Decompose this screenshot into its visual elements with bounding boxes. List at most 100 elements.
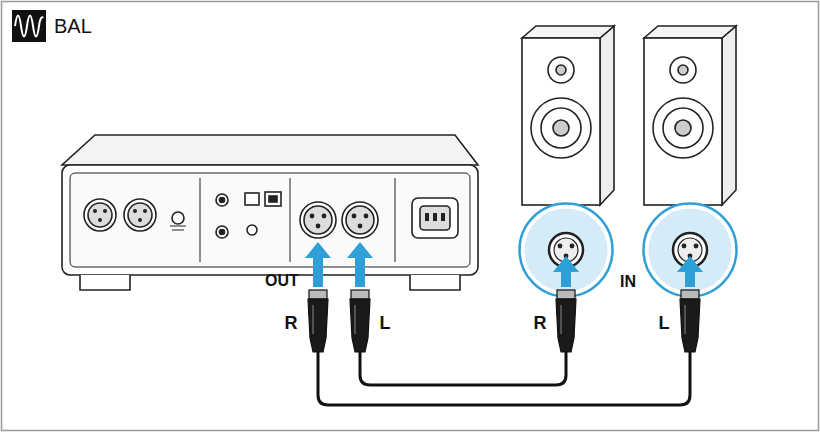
xlr-plug-part-part bbox=[557, 290, 575, 299]
audio-device-part bbox=[420, 206, 450, 230]
audio-device-part bbox=[62, 165, 478, 275]
speaker-right-part bbox=[644, 38, 722, 205]
audio-device-part bbox=[216, 194, 228, 206]
audio-device-part-part bbox=[441, 213, 445, 221]
speaker-left-part bbox=[522, 38, 600, 205]
channel-label: R bbox=[285, 314, 298, 332]
audio-device-part bbox=[88, 203, 112, 227]
xlr-plug-part-part bbox=[354, 305, 356, 334]
audio-device-part bbox=[425, 213, 445, 221]
audio-device-part bbox=[216, 226, 228, 238]
audio-device-part-part bbox=[143, 209, 147, 213]
audio-device-part-part bbox=[133, 209, 137, 213]
plug-in-arrow bbox=[305, 242, 703, 287]
plug-in-arrow-part bbox=[553, 256, 579, 287]
xlr-plug-part-part bbox=[308, 299, 328, 352]
speaker-right-part bbox=[653, 98, 713, 158]
xlr-plug-part-part bbox=[312, 305, 314, 334]
xlr-plug-part-part bbox=[556, 299, 576, 352]
audio-device-part bbox=[247, 225, 257, 235]
audio-device-part-part bbox=[352, 214, 357, 219]
speaker-right-part bbox=[678, 65, 688, 75]
heading-label: BAL bbox=[54, 16, 92, 36]
plug-in-arrow-part bbox=[347, 242, 373, 287]
audio-device-part-part bbox=[364, 214, 369, 219]
speaker-left-part bbox=[556, 65, 566, 75]
audio-device-part bbox=[342, 202, 378, 238]
audio-device-part bbox=[310, 214, 369, 229]
input-callout-right-part-part bbox=[694, 244, 699, 249]
input-callout-left-part bbox=[522, 206, 610, 294]
audio-device-part bbox=[346, 206, 374, 234]
audio-device-part bbox=[265, 192, 281, 206]
speaker-left-part bbox=[531, 98, 591, 158]
xlr-plug-part bbox=[680, 290, 700, 352]
input-callout-right-part bbox=[644, 204, 737, 297]
input-callout-right-part bbox=[646, 206, 734, 294]
channel-label: L bbox=[380, 314, 391, 332]
audio-device-part bbox=[62, 135, 478, 165]
balanced-icon-part bbox=[15, 16, 43, 37]
speaker-right-part bbox=[644, 26, 736, 38]
audio-device-part bbox=[220, 198, 225, 203]
audio-device-part-part bbox=[425, 213, 429, 221]
audio-device-part-part bbox=[103, 209, 107, 213]
channel-label: L bbox=[659, 314, 670, 332]
xlr-plug-part-part bbox=[680, 299, 700, 352]
plug-in-arrow-part bbox=[305, 242, 331, 287]
audio-device-part bbox=[200, 178, 201, 262]
input-callout-right-part-part bbox=[682, 244, 687, 249]
audio-device-part bbox=[300, 202, 336, 238]
input-callout-left bbox=[520, 204, 613, 297]
input-callout-left-part-part bbox=[558, 244, 563, 249]
audio-device-part bbox=[170, 226, 186, 230]
xlr-plug-part bbox=[308, 290, 328, 352]
audio-device-part bbox=[269, 196, 277, 202]
input-callout-left-part bbox=[520, 204, 613, 297]
xlr-plug-part-part bbox=[350, 299, 370, 352]
xlr-cable-part bbox=[360, 352, 566, 385]
audio-device-part bbox=[290, 178, 291, 262]
xlr-cable bbox=[318, 352, 690, 405]
channel-label: R bbox=[534, 314, 547, 332]
audio-device-part-part bbox=[316, 224, 321, 229]
speaker-left-part bbox=[541, 108, 581, 148]
xlr-plug-part-part bbox=[684, 305, 686, 334]
xlr-plug-part-part bbox=[351, 290, 369, 299]
xlr-plug-part-part bbox=[681, 290, 699, 299]
port-label: OUT bbox=[265, 273, 299, 289]
xlr-cable-part bbox=[318, 352, 690, 405]
xlr-plug-part-part bbox=[309, 290, 327, 299]
speaker-left-part bbox=[553, 120, 569, 136]
speaker-right-part bbox=[670, 57, 696, 83]
audio-device-part bbox=[70, 173, 470, 267]
speaker-left bbox=[522, 26, 614, 205]
audio-device-part bbox=[84, 199, 116, 231]
xlr-plug-part bbox=[350, 290, 370, 352]
audio-device-part bbox=[128, 203, 152, 227]
audio-device-part-part bbox=[358, 224, 363, 229]
balanced-icon bbox=[12, 10, 46, 42]
speaker-left-part bbox=[548, 57, 574, 83]
xlr-plug-part bbox=[556, 290, 576, 352]
audio-device bbox=[62, 135, 478, 290]
audio-device-part bbox=[245, 193, 259, 205]
audio-device-part bbox=[124, 199, 156, 231]
port-label: IN bbox=[620, 274, 636, 290]
audio-device-part bbox=[220, 230, 225, 235]
speaker-left-part bbox=[600, 26, 614, 205]
speaker-right-part bbox=[722, 26, 736, 205]
audio-device-part-part bbox=[322, 214, 327, 219]
xlr-plug-part-part bbox=[560, 305, 562, 334]
audio-device-part-part bbox=[433, 213, 437, 221]
speaker-right-part bbox=[675, 120, 691, 136]
audio-device-part bbox=[172, 212, 184, 224]
audio-device-part bbox=[412, 198, 458, 238]
speaker-right-part bbox=[663, 108, 703, 148]
audio-device-part bbox=[93, 209, 147, 222]
xlr-plug bbox=[308, 290, 700, 352]
speaker-right bbox=[644, 26, 736, 205]
